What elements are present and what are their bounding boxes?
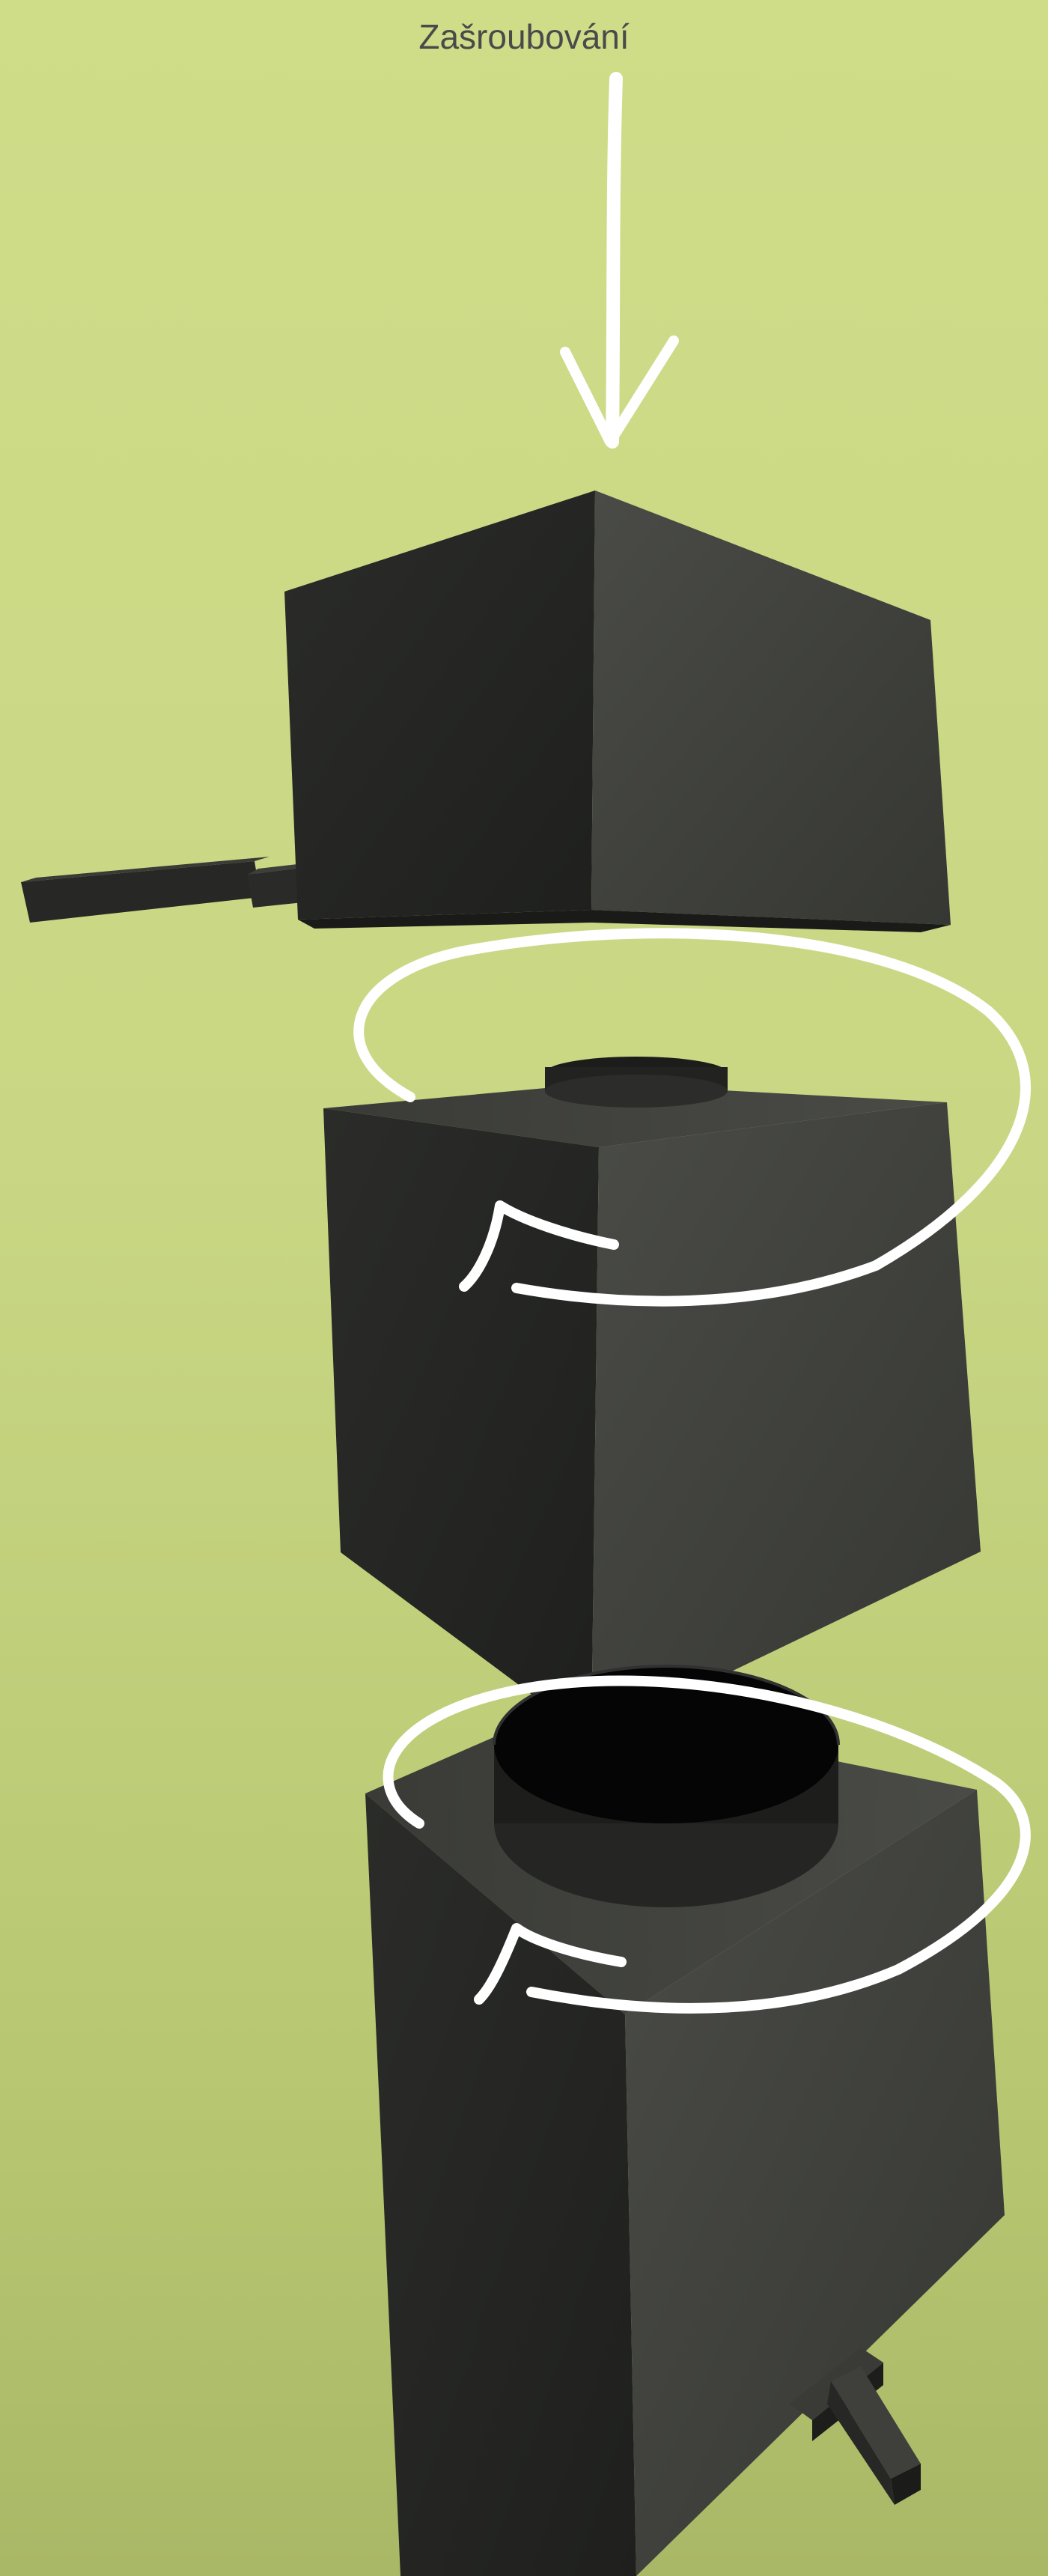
down-arrow — [565, 79, 674, 442]
middle-block-right-face — [591, 1102, 981, 1739]
middle-block — [323, 1057, 981, 1739]
top-block-right-face — [591, 490, 951, 925]
top-block-left-face — [284, 490, 595, 920]
top-block — [21, 490, 951, 932]
middle-block-left-face — [323, 1108, 599, 1739]
bottom-block — [365, 1666, 1005, 2576]
